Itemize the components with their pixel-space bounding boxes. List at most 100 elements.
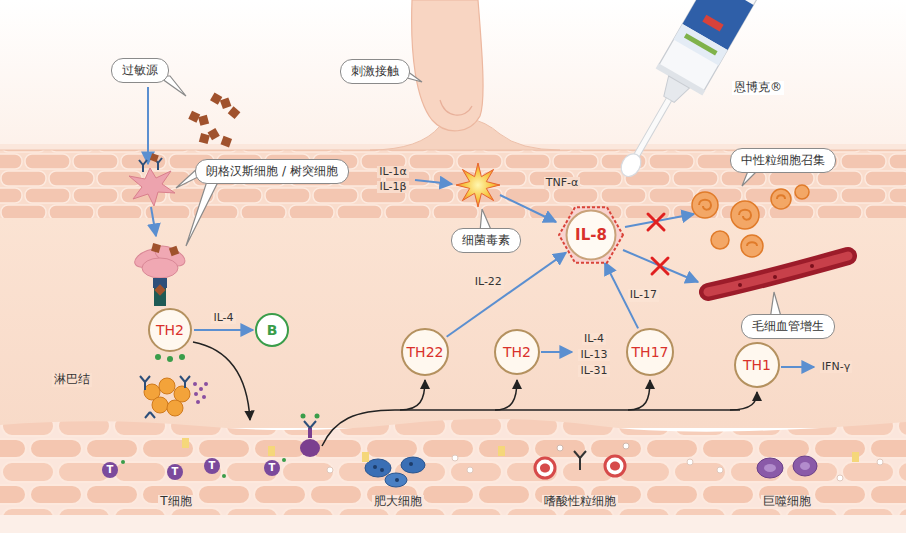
lymph-node xyxy=(199,387,203,391)
eosinophil xyxy=(535,443,629,478)
bacterial-toxin xyxy=(456,163,500,207)
node-text: 中性粒细胞召集 xyxy=(741,152,825,169)
cytokine-arrows xyxy=(415,180,452,184)
eosinophil xyxy=(535,458,555,478)
differentiation-arrows xyxy=(495,380,517,410)
dendritic-cell xyxy=(154,284,165,295)
dendritic-cell xyxy=(142,258,178,278)
node-text: IL-8 xyxy=(575,226,607,244)
lymph-node xyxy=(193,382,197,386)
allergen xyxy=(228,106,241,119)
extracellular-particles xyxy=(717,467,723,473)
langerhans-cell xyxy=(139,160,147,172)
t-helper-circle: TH2 xyxy=(148,308,192,352)
inhibition-cross xyxy=(652,258,668,274)
antigen-path-arrows xyxy=(147,87,149,164)
mast-cell xyxy=(373,465,377,469)
cream-tube xyxy=(659,76,690,105)
callout-tails xyxy=(158,66,782,320)
t-helper-circle: TH1 xyxy=(734,342,780,388)
macrophage xyxy=(764,464,776,472)
background-layers xyxy=(0,218,906,428)
allergen xyxy=(198,115,209,126)
t-cell xyxy=(282,458,286,462)
node-text: TH2 xyxy=(156,322,184,338)
callout-box: 毛细血管增生 xyxy=(741,314,835,339)
lymph-node xyxy=(152,397,168,413)
extracellular-particles xyxy=(362,452,369,462)
callout-box: 朗格汉斯细胞 / 树突细胞 xyxy=(195,159,349,184)
extracellular-particles xyxy=(498,446,505,456)
lymph-node xyxy=(174,386,190,402)
t-cell xyxy=(167,464,183,480)
node-text: TH17 xyxy=(632,344,669,360)
cell-name: 巨噬细胞 xyxy=(761,495,813,509)
t-cell xyxy=(102,458,286,480)
lymph-node xyxy=(180,376,190,388)
lymph-node xyxy=(196,400,200,404)
cream-tube xyxy=(632,98,671,160)
macrophage xyxy=(757,456,817,478)
t-cell xyxy=(222,474,226,478)
callout-box: 中性粒细胞召集 xyxy=(730,148,836,173)
extracellular-particles xyxy=(268,446,275,456)
node-text: B xyxy=(267,322,278,338)
background-layers xyxy=(0,0,906,150)
cell-letter: T xyxy=(269,462,276,474)
mast-cell xyxy=(401,457,425,473)
extracellular-particles xyxy=(327,455,883,481)
differentiation-arrows xyxy=(322,380,757,446)
mast-cell xyxy=(373,462,413,482)
differentiation-arrows xyxy=(400,380,425,410)
inhibition-cross xyxy=(648,214,668,274)
differentiation-arrows xyxy=(730,392,757,410)
node-text: 朗格汉斯细胞 / 树突细胞 xyxy=(206,163,338,180)
allergen xyxy=(208,128,220,140)
node-text: 过敏源 xyxy=(122,62,158,79)
eosinophil xyxy=(540,464,550,473)
antigen-presenting-cell xyxy=(308,428,312,438)
inhibition-cross xyxy=(648,214,664,230)
th2-migration-arrow xyxy=(193,342,250,420)
allergen xyxy=(199,133,210,144)
allergen xyxy=(210,93,222,105)
capillary xyxy=(738,283,742,287)
neutrophil xyxy=(741,235,763,257)
extracellular-particles xyxy=(182,438,189,448)
capillary xyxy=(773,275,777,279)
lymph-node xyxy=(167,400,183,416)
cytokine-label: TNF-α xyxy=(544,177,581,190)
organ-label: 淋巴结 xyxy=(52,373,92,387)
antigen-presenting-cell xyxy=(315,414,320,419)
neutrophil xyxy=(699,200,711,210)
node-text: 刺激接触 xyxy=(351,63,399,80)
t-cell xyxy=(121,458,286,478)
t-helper-circle: TH22 xyxy=(401,328,450,377)
mast-cell xyxy=(409,462,413,466)
cytokine-label: IL-13 xyxy=(578,349,609,362)
finger xyxy=(440,100,472,115)
finger xyxy=(412,0,483,131)
inhibition-cross xyxy=(652,258,668,274)
neutrophil xyxy=(777,195,785,199)
cytokine-label: IL-4 xyxy=(582,333,606,346)
th2-dots xyxy=(167,356,173,362)
cell-name: T细胞 xyxy=(158,495,193,509)
t-helper-circle: TH2 xyxy=(494,329,540,375)
edge-label: IL-22 xyxy=(473,276,504,289)
eosinophil xyxy=(610,462,620,471)
lymph-node xyxy=(202,395,206,399)
node-text: TH2 xyxy=(503,344,531,360)
th2-dots xyxy=(155,354,185,362)
neutrophil xyxy=(771,189,791,209)
allergen xyxy=(220,98,232,110)
t-helper-circle: TH17 xyxy=(626,328,675,377)
antigen-presenting-cell xyxy=(300,414,320,458)
signal-arrow xyxy=(447,253,566,337)
cytokine-arrows xyxy=(781,366,814,368)
cytokine-arrows xyxy=(623,250,698,282)
th2-migration-arrow xyxy=(193,342,250,420)
extracellular-particles xyxy=(182,438,883,481)
b-cell-circle: B xyxy=(255,313,289,347)
dendritic-cell xyxy=(169,246,179,256)
